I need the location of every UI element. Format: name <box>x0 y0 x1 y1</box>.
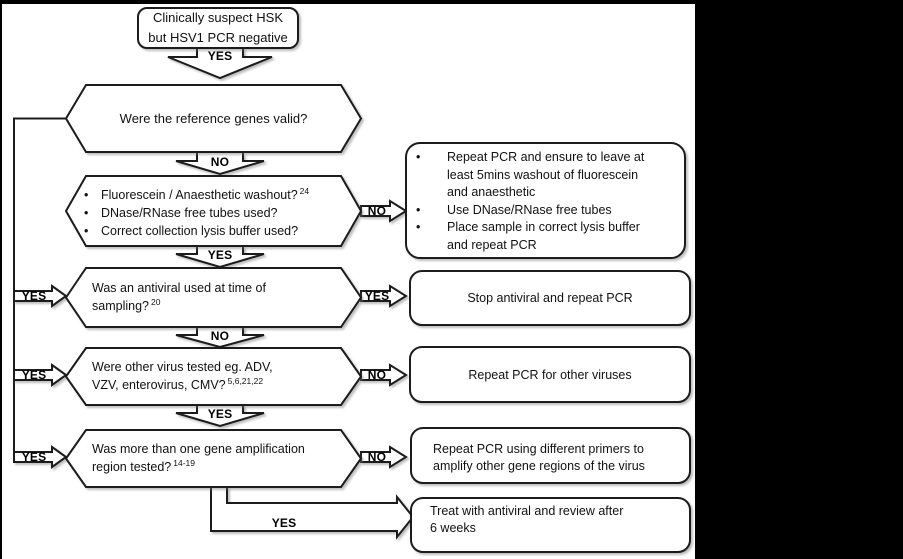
start-box-text: Clinically suspect HSK but HSV1 PCR nega… <box>138 8 298 48</box>
action-line: amplify other gene regions of the virus <box>433 459 645 473</box>
reference-superscript: 5,6,21,22 <box>227 375 264 386</box>
question-line: Were other virus tested eg. ADV, <box>92 360 273 374</box>
box-repeat-primers <box>410 427 691 484</box>
label-yes: YES <box>21 368 47 382</box>
arrow-right-no-regions <box>360 445 408 469</box>
action-line: and repeat PCR <box>447 237 537 252</box>
washout-bullet-1: Fluorescein / Anaesthetic washout? <box>101 188 298 202</box>
label-no: NO <box>367 368 387 382</box>
action-line: 6 weeks <box>430 521 476 535</box>
hexagon-reference-genes-question: Were the reference genes valid? <box>119 110 308 126</box>
question-line: region tested?14-19 <box>92 457 195 474</box>
action-line: Use DNase/RNase free tubes <box>447 202 612 217</box>
box-treat-antiviral <box>410 497 691 553</box>
label-yes: YES <box>364 289 390 303</box>
box-treat-antiviral-text: Treat with antiviral and review after 6 … <box>430 503 680 537</box>
arrow-down-yes-3 <box>175 405 265 428</box>
list-item: • Fluorescein / Anaesthetic washout?24 <box>84 186 350 204</box>
bullet-marker: • <box>416 202 421 217</box>
question-line: sampling?20 <box>92 296 161 313</box>
box-repeat-other-viruses <box>409 346 691 403</box>
list-item: • Use DNase/RNase free tubes <box>416 202 678 220</box>
arrow-left-yes-1 <box>13 284 68 308</box>
arrow-left-yes-3 <box>13 445 68 469</box>
question-line: VZV, enterovirus, CMV?5,6,21,22 <box>92 375 264 392</box>
list-item: • Correct collection lysis buffer used? <box>84 222 350 240</box>
box-repeat-other-viruses-text: Repeat PCR for other viruses <box>468 367 632 382</box>
reference-superscript: 14-19 <box>173 457 195 468</box>
label-no: NO <box>210 155 230 169</box>
bullet-marker: • <box>416 220 421 234</box>
action-line: Repeat PCR using different primers to <box>433 442 644 456</box>
arrow-down-no-1 <box>175 153 265 176</box>
reference-superscript: 20 <box>150 296 161 307</box>
label-yes: YES <box>271 516 297 530</box>
box-stop-antiviral <box>409 270 691 326</box>
label-no: NO <box>367 204 387 218</box>
label-yes: YES <box>207 248 233 262</box>
start-box-line-2: but HSV1 PCR negative <box>148 30 288 45</box>
arrow-right-no-viruses <box>360 363 408 387</box>
bullet-marker: • <box>84 224 89 238</box>
hexagon-antiviral <box>64 267 363 328</box>
start-box-line-1: Clinically suspect HSK <box>152 10 284 25</box>
list-item: • DNase/RNase free tubes used? <box>84 204 350 222</box>
washout-bullet-2: DNase/RNase free tubes used? <box>101 206 278 220</box>
list-item: • Repeat PCR and ensure to leave at leas… <box>416 149 678 202</box>
hexagon-other-viruses <box>64 347 363 406</box>
reference-superscript: 24 <box>299 185 310 196</box>
arrow-down-yes-1 <box>167 48 273 80</box>
box-repeat-primers-text: Repeat PCR using different primers to am… <box>433 441 683 475</box>
box-stop-antiviral-text: Stop antiviral and repeat PCR <box>467 291 633 305</box>
action-line: Place sample in correct lysis buffer <box>447 220 640 234</box>
hexagon-washout-bullets: • Fluorescein / Anaesthetic washout?24 •… <box>84 186 350 240</box>
action-line: Treat with antiviral and review after <box>430 504 624 518</box>
label-yes: YES <box>207 49 233 63</box>
hexagon-washout <box>64 175 363 247</box>
loopback-line <box>13 117 66 458</box>
label-yes: YES <box>21 289 47 303</box>
bullet-marker: • <box>84 206 89 220</box>
hexagon-other-viruses-question: Were other virus tested eg. ADV, VZV, en… <box>92 358 352 394</box>
box-repeat-pcr-washout-text: • Repeat PCR and ensure to leave at leas… <box>416 149 678 254</box>
arrow-left-yes-2 <box>13 363 68 387</box>
question-line: Was an antiviral used at time of <box>92 281 266 295</box>
hexagon-antiviral-question: Was an antiviral used at time of samplin… <box>92 279 352 315</box>
bullet-marker: • <box>84 188 89 202</box>
action-line: and anaesthetic <box>447 185 536 199</box>
bullet-marker: • <box>416 150 421 164</box>
list-item: • Place sample in correct lysis buffer a… <box>416 219 678 254</box>
arrow-right-yes-antiviral <box>360 284 408 308</box>
box-repeat-pcr-washout <box>405 142 686 259</box>
hexagon-gene-regions <box>64 429 363 488</box>
box-start <box>137 7 299 49</box>
action-line: least 5mins washout of fluorescein <box>447 167 639 182</box>
label-no: NO <box>210 329 230 343</box>
hexagon-gene-regions-question: Was more than one gene amplification reg… <box>92 440 352 476</box>
question-line: Was more than one gene amplification <box>92 442 305 456</box>
arrow-elbow-yes <box>210 487 415 540</box>
arrow-right-no-washout <box>360 199 408 223</box>
action-line: Repeat PCR and ensure to leave at <box>447 150 645 164</box>
washout-bullet-3: Correct collection lysis buffer used? <box>101 224 299 238</box>
hexagon-reference-genes <box>64 84 363 153</box>
label-yes: YES <box>21 450 47 464</box>
label-yes: YES <box>207 407 233 421</box>
label-no: NO <box>367 450 387 464</box>
